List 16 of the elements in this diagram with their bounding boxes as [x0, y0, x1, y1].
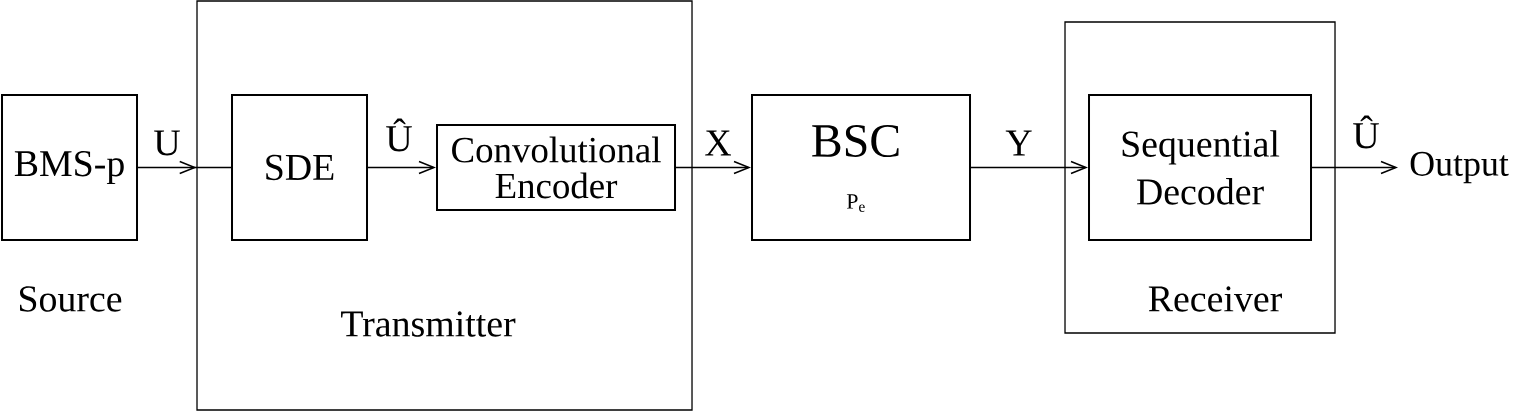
process-box: Sequential Decoder — [1088, 94, 1312, 241]
arrow — [1311, 160, 1398, 175]
arrow — [367, 160, 436, 175]
process-box: BSC P$_{e}$ — [751, 94, 971, 241]
edge-label: Y — [1004, 129, 1034, 157]
node-caption: Source — [20, 286, 122, 312]
arrow — [675, 160, 751, 175]
process-box: Convolutional Encoder — [436, 124, 676, 211]
edge-label: Û — [384, 117, 414, 153]
edge-label: Û — [1351, 114, 1381, 150]
edge-label: X — [703, 129, 733, 157]
process-box: BMS-p — [1, 94, 138, 241]
process-box: SDE — [231, 94, 368, 241]
edge-label: U — [152, 129, 182, 157]
output-label: Output — [1410, 151, 1509, 184]
arrow — [970, 160, 1088, 175]
